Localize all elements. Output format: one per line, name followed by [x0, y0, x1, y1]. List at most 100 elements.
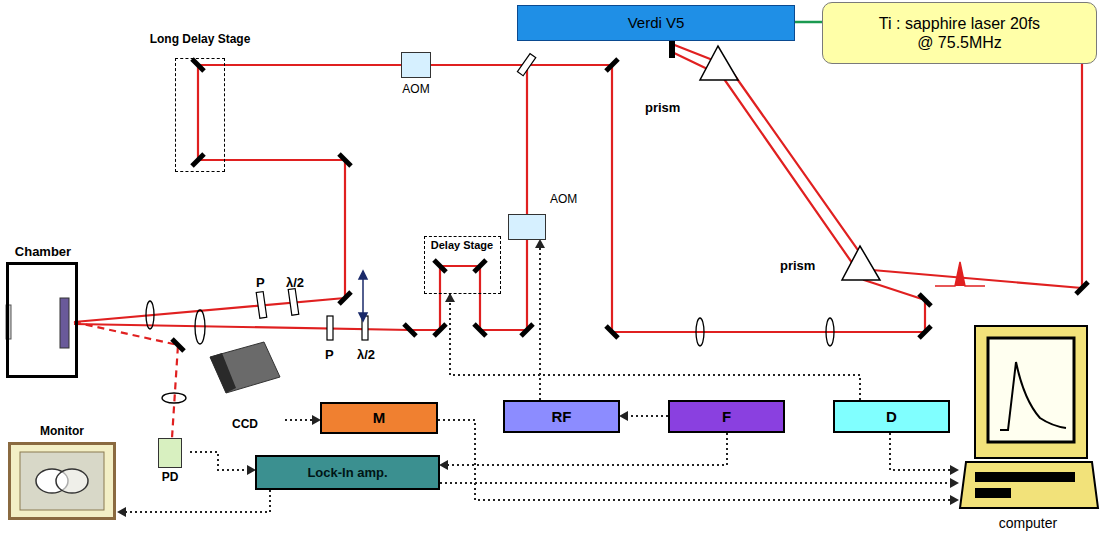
node-text: Long Delay Stage — [146, 32, 254, 46]
ccd-camera: CCD — [205, 345, 285, 433]
node-text: Delay Stage — [431, 239, 493, 252]
translation-arrow — [359, 271, 367, 279]
laser-box: Verdi V5 — [517, 5, 795, 41]
monitor-screen — [20, 452, 104, 510]
laser-beam — [74, 65, 527, 322]
lock-in-amplifier: Lock-In amp. — [255, 455, 440, 490]
instrument-box: RF — [503, 400, 620, 433]
prism — [700, 46, 738, 80]
delay-stage-frame — [175, 58, 225, 172]
mirror — [192, 59, 204, 71]
wave-plate — [256, 292, 267, 319]
mirror — [919, 294, 931, 306]
modulator-frame — [401, 52, 431, 78]
computer-drawing — [975, 326, 1087, 458]
chamber-parts — [60, 298, 69, 348]
component-label: prism — [645, 100, 680, 115]
node-text: PD — [150, 470, 190, 484]
computer-drawing — [960, 462, 1098, 508]
prism — [842, 246, 880, 280]
computer: computer — [958, 325, 1098, 535]
node-text: M — [373, 409, 386, 427]
translation-arrow — [362, 276, 364, 316]
signal-line — [890, 433, 958, 470]
node-text: AOM — [550, 192, 588, 206]
pulse-icon — [935, 262, 985, 286]
ccd-camera — [210, 342, 280, 393]
instrument-box: D — [833, 400, 950, 433]
node-text: computer — [958, 515, 1098, 532]
monitor: Monitor — [6, 424, 118, 522]
prism — [700, 46, 880, 280]
translation-arrow — [359, 313, 367, 321]
mirror — [172, 38, 1088, 351]
monitor-frame — [8, 442, 116, 520]
instrument-box: F — [668, 400, 785, 433]
optic-label: P — [256, 275, 265, 290]
instrument-box: M — [320, 402, 438, 434]
node-text: Monitor — [6, 424, 118, 438]
lens — [696, 318, 704, 346]
lens — [162, 393, 186, 403]
ccd-camera — [210, 353, 236, 393]
monitor-screen — [56, 469, 88, 493]
monitor-screen — [9, 443, 115, 519]
mirror — [339, 292, 351, 304]
signal-line — [440, 482, 958, 484]
delay-stage: Delay Stage — [424, 236, 501, 294]
reflected-beam — [74, 322, 178, 438]
computer-drawing — [975, 488, 1011, 498]
component-label: prism — [780, 258, 815, 273]
pump-link — [795, 21, 822, 24]
optic-label: P — [325, 347, 334, 362]
photodiode-frame — [158, 438, 182, 468]
optic-label: λ/2 — [286, 275, 304, 290]
wave-plate — [256, 289, 368, 340]
node-text: RF — [552, 408, 572, 426]
laser-beam — [74, 65, 527, 330]
optic-label: λ/2 — [357, 347, 375, 362]
mirror — [919, 326, 931, 338]
ccd-camera — [210, 342, 280, 393]
signal-line — [190, 452, 255, 470]
mirror — [404, 324, 416, 336]
photodiode: PD — [150, 438, 190, 486]
laser-box: Ti : sapphire laser 20fs @ 75.5MHz — [822, 2, 1097, 64]
lens — [195, 310, 205, 344]
mirror — [172, 339, 184, 351]
modulator-frame — [508, 214, 546, 240]
mirror — [434, 324, 446, 336]
mirror — [192, 154, 204, 166]
chamber-frame — [6, 262, 78, 378]
computer-drawing — [988, 338, 1074, 442]
mirror — [521, 324, 533, 336]
signal-line — [118, 490, 270, 512]
mirror — [1076, 282, 1088, 294]
mirror — [606, 326, 618, 338]
computer-drawing — [1000, 362, 1066, 430]
node-text: Chamber — [6, 244, 80, 260]
node-text: Lock-In amp. — [307, 465, 387, 481]
laser-beam — [74, 44, 1082, 332]
lens — [146, 301, 154, 329]
signal-line — [440, 433, 727, 465]
monitor-screen — [9, 443, 115, 519]
delay-stage: Long Delay Stage — [146, 32, 254, 174]
node-text: Ti : sapphire laser 20fs @ 75.5MHz — [875, 14, 1045, 52]
node-text: Verdi V5 — [628, 14, 685, 32]
signal-line — [450, 294, 860, 400]
node-text: F — [722, 408, 731, 426]
wave-plate — [288, 289, 299, 316]
lens — [146, 301, 834, 403]
mirror — [474, 324, 486, 336]
beam-splitter — [517, 54, 535, 76]
translation-arrow — [152, 40, 367, 321]
modulator: AOM — [508, 190, 588, 240]
chamber: Chamber — [6, 244, 80, 380]
mirror — [434, 260, 446, 272]
wave-plate — [327, 316, 333, 340]
mirror — [606, 59, 618, 71]
laser-beam — [672, 44, 1082, 288]
